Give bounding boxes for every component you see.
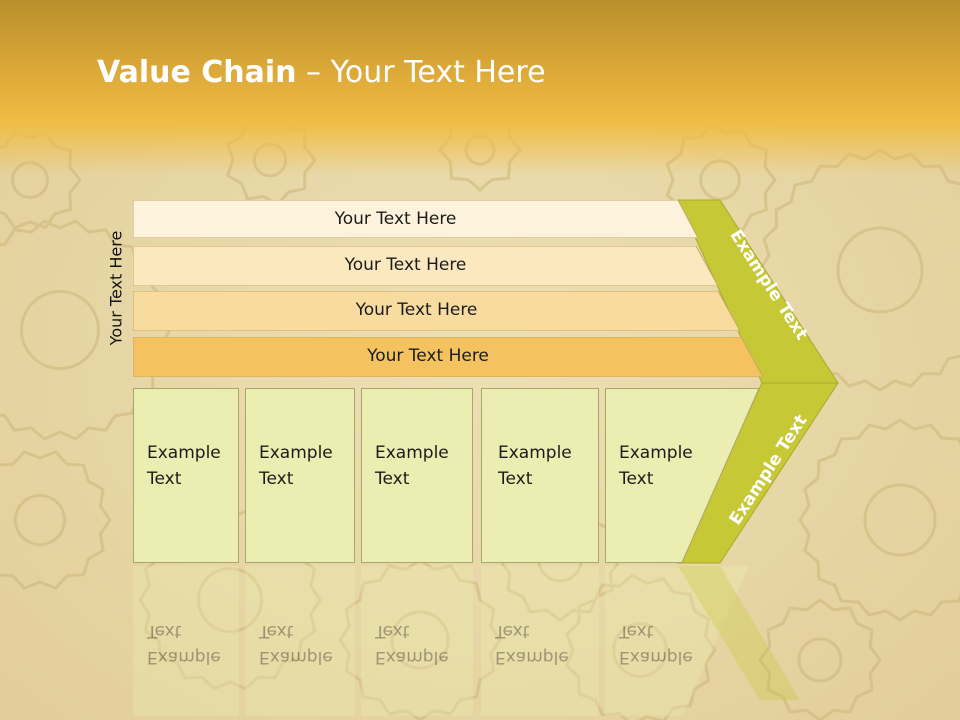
activity-box-3[interactable]: Example Text bbox=[361, 388, 473, 563]
activity-box-4-label: Example Text bbox=[498, 443, 572, 489]
title-rest: – Your Text Here bbox=[296, 55, 546, 90]
page-title: Value Chain – Your Text Here bbox=[97, 55, 546, 90]
reflection-5-label: Example Text bbox=[619, 621, 693, 667]
reflection-1: Example Text bbox=[133, 566, 239, 716]
reflection-2: Example Text bbox=[245, 566, 355, 716]
reflection-2-label: Example Text bbox=[259, 621, 333, 667]
gear-hub bbox=[20, 290, 100, 370]
support-bar-1-shape bbox=[133, 200, 698, 238]
activity-box-4-shape bbox=[481, 388, 599, 563]
activity-box-4[interactable]: Example Text bbox=[481, 388, 599, 563]
support-bar-2-shape bbox=[133, 246, 718, 286]
activity-box-5[interactable]: Example Text bbox=[605, 388, 760, 563]
activity-box-3-shape bbox=[361, 388, 473, 563]
activity-box-1-label: Example Text bbox=[147, 443, 221, 489]
side-label: Your Text Here bbox=[106, 230, 126, 346]
gear-hub bbox=[863, 483, 937, 557]
gear-hub bbox=[390, 610, 450, 670]
reflection-3: Example Text bbox=[361, 566, 473, 716]
support-bar-2[interactable]: Your Text Here bbox=[133, 246, 718, 286]
gear-shape bbox=[0, 450, 112, 590]
title-bold: Value Chain bbox=[97, 55, 297, 90]
activity-box-1-shape bbox=[133, 388, 239, 563]
gear-hub bbox=[197, 567, 263, 633]
gear-hub bbox=[612, 622, 668, 678]
activity-box-1[interactable]: Example Text bbox=[133, 388, 239, 563]
activity-box-2[interactable]: Example Text bbox=[245, 388, 355, 563]
reflection-3-label: Example Text bbox=[375, 621, 449, 667]
reflection-4: Example Text bbox=[481, 566, 599, 716]
activity-box-2-shape bbox=[245, 388, 355, 563]
support-bar-4-label: Your Text Here bbox=[367, 346, 489, 366]
gear-shape bbox=[0, 219, 172, 441]
reflection-5: Example Text bbox=[605, 566, 760, 716]
header-band bbox=[0, 0, 960, 175]
support-bar-1-label: Your Text Here bbox=[334, 209, 457, 229]
support-bar-3[interactable]: Your Text Here bbox=[133, 291, 740, 331]
support-bar-2-label: Your Text Here bbox=[344, 255, 467, 275]
reflection-1-label: Example Text bbox=[147, 621, 221, 667]
support-bar-4-shape bbox=[133, 337, 763, 377]
activity-box-3-label: Example Text bbox=[375, 443, 449, 489]
support-bar-3-label: Your Text Here bbox=[355, 300, 478, 320]
activity-box-5-label: Example Text bbox=[619, 443, 693, 489]
support-bar-1[interactable]: Your Text Here bbox=[133, 200, 698, 238]
gear-shape bbox=[338, 558, 502, 720]
gear-hub bbox=[14, 494, 66, 546]
activity-box-2-label: Example Text bbox=[259, 443, 333, 489]
gear-hub bbox=[797, 637, 843, 683]
gear-shape bbox=[564, 573, 717, 720]
gear-shape bbox=[758, 598, 882, 720]
support-bar-4[interactable]: Your Text Here bbox=[133, 337, 763, 377]
support-bar-3-shape bbox=[133, 291, 740, 331]
reflection-4-label: Example Text bbox=[495, 621, 569, 667]
